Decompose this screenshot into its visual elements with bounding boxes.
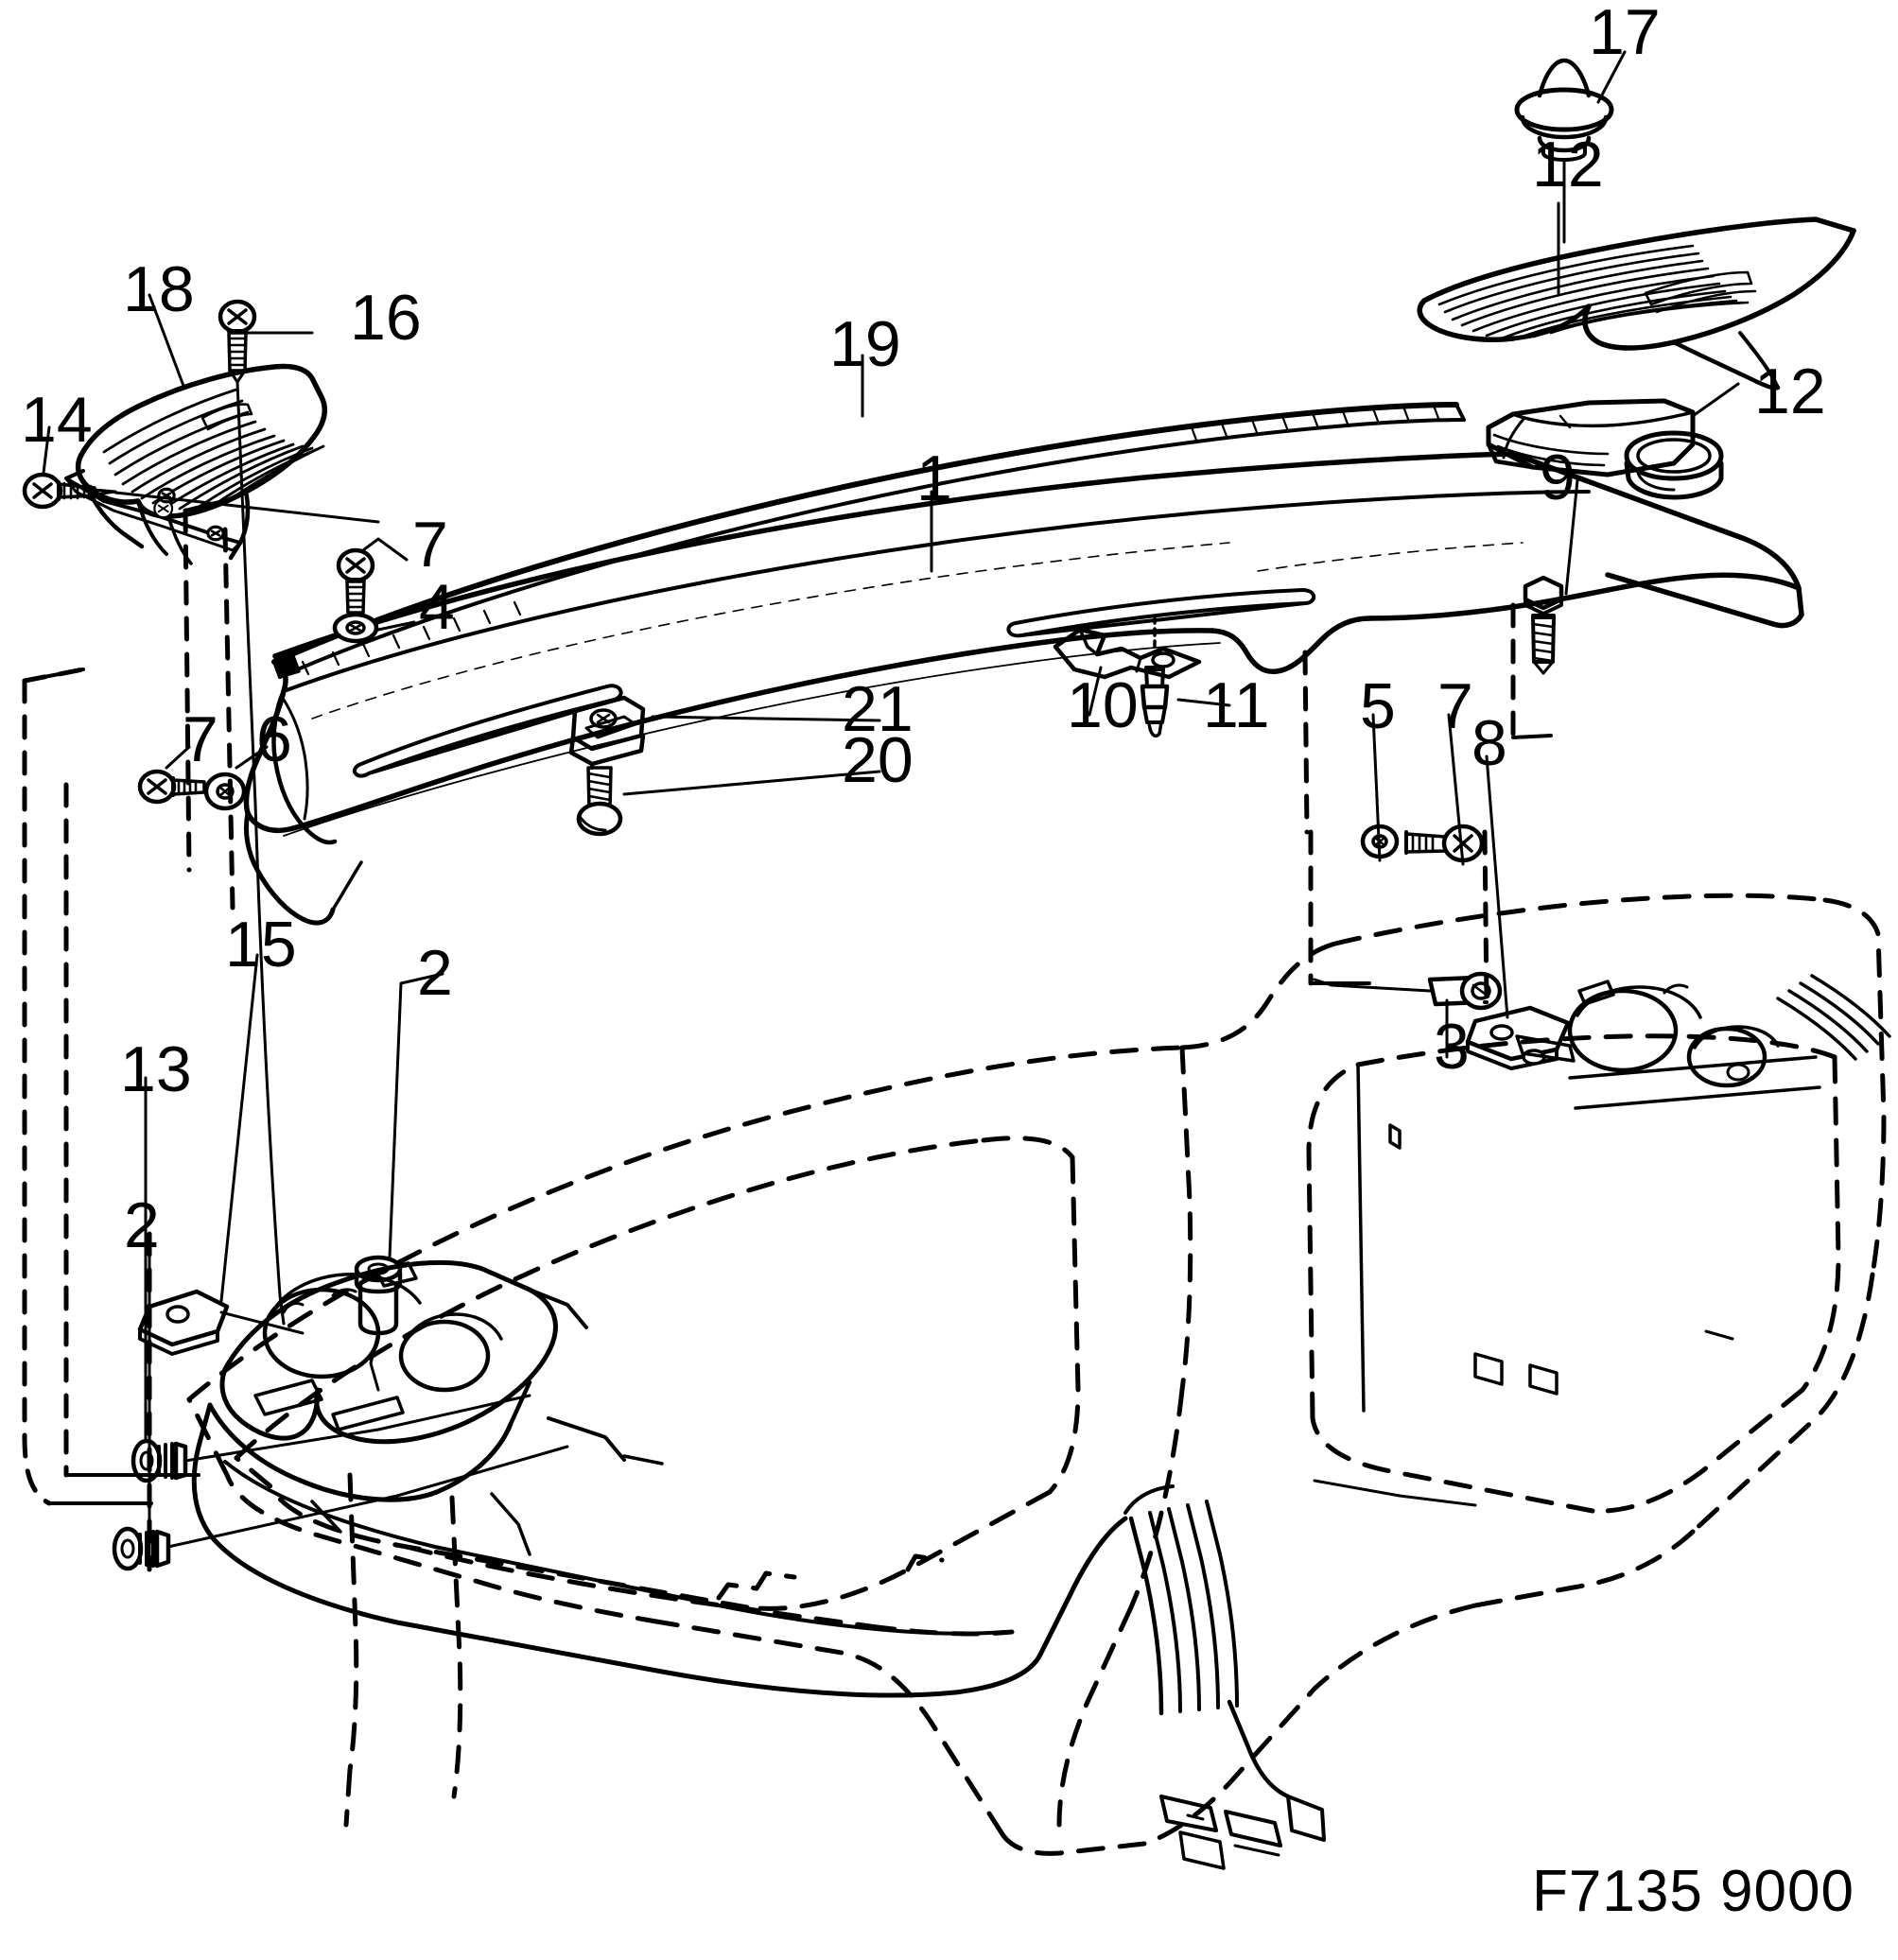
part-9-hex-bolt: [1523, 575, 1564, 675]
part-20-screw: [576, 762, 623, 837]
part-10-bracket-plate: [1053, 627, 1202, 680]
part-16-screw: [218, 299, 257, 384]
callout-13: 12: [1754, 356, 1826, 427]
callout-21: 21: [842, 673, 914, 745]
part-12a-loudspeaker-grille-left: [64, 363, 328, 565]
callout-9: 9: [1540, 442, 1576, 513]
callout-4: 4: [419, 571, 455, 643]
callout-5: 5: [1360, 670, 1396, 742]
part-19-clip: [1514, 58, 1614, 244]
callout-8: 8: [1471, 707, 1507, 779]
part-4-washer: [332, 612, 379, 644]
callout-19: 17: [1589, 0, 1661, 68]
part-1-upper-instrument-panel: [243, 451, 1804, 926]
callout-3: 3: [1434, 1011, 1470, 1083]
part-8-bracket: [1465, 1005, 1576, 1070]
dashboard-solid-details: [191, 974, 1891, 1870]
part-6-washer: [203, 772, 247, 811]
callout-10: 10: [1067, 669, 1139, 741]
part-13-air-vent: [1486, 398, 1724, 500]
part-14-screw: [22, 472, 117, 510]
callout-14: 14: [21, 384, 93, 456]
part-11-expansion-rivet: [1140, 615, 1170, 738]
callout-11: 11: [1203, 669, 1270, 741]
callout-16: 16: [350, 282, 422, 354]
part-21-clip-nut: [568, 695, 646, 767]
leader-lines-hidden: [22, 508, 1516, 1572]
part-2b-plug: [112, 1526, 171, 1571]
part-17-bracket: [137, 1289, 230, 1356]
callout-18: 19: [829, 308, 901, 380]
part-7a-screw: [336, 547, 375, 624]
callout-20: 20: [842, 724, 914, 796]
callout-12-right: 12: [1532, 129, 1604, 200]
callout-12-left: 18: [123, 253, 195, 325]
dashboard-phantom-outline: [186, 893, 1887, 1856]
callout-17: 15: [225, 909, 297, 980]
callout-2-lower: 2: [124, 1189, 160, 1261]
part-12b-loudspeaker-grille-right: [1417, 217, 1856, 390]
callout-6: 6: [256, 703, 292, 775]
part-7c-screw: [1404, 824, 1485, 863]
callout-2-upper: 2: [417, 937, 453, 1009]
part-7b-screw: [137, 769, 206, 805]
part-3-spacer-sleeve: [1427, 971, 1503, 1011]
callout-7-lower-left: 7: [183, 703, 218, 775]
part-18-sealing-strip: [271, 402, 1466, 679]
callout-1: 1: [916, 442, 952, 514]
leader-elbows: [23, 499, 1553, 1505]
callout-15: 13: [120, 1033, 192, 1105]
callout-7-right: 7: [1437, 670, 1473, 742]
callout-7-upper-left: 7: [412, 509, 448, 581]
diagram-caption: F7135 9000: [1532, 1859, 1854, 1924]
